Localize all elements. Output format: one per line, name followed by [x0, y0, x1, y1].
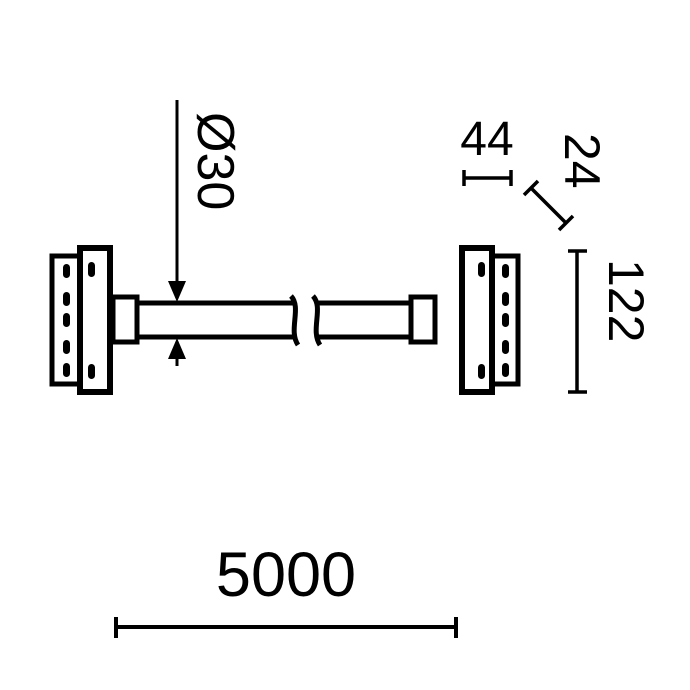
slot: [63, 313, 70, 327]
slot: [88, 262, 95, 277]
right-inner-plate-slots: [478, 262, 485, 379]
right-mounting-bracket: [408, 245, 521, 395]
slot: [502, 264, 509, 278]
right-inner-plate: [459, 245, 495, 395]
suspension-tube-left-segment: [135, 300, 296, 340]
slot: [63, 264, 70, 278]
slot: [478, 364, 485, 379]
slot: [502, 292, 509, 306]
right-outer-plate-slots: [502, 264, 509, 377]
overall-length-label: 5000: [216, 540, 356, 610]
thickness-dimension-line: [529, 186, 568, 225]
left-inner-plate-slots: [88, 262, 95, 379]
thickness-tick-upper: [522, 179, 540, 197]
bracket-width-dimension: 44: [460, 113, 514, 186]
break-line-symbol: [288, 294, 323, 347]
plate-thickness-label: 24: [554, 133, 610, 189]
diameter-dimension-label: Ø30: [186, 112, 244, 210]
bracket-height-label: 122: [598, 259, 654, 342]
diameter-arrow-top: [168, 281, 186, 302]
slot: [63, 363, 70, 377]
right-connector-block: [408, 294, 438, 345]
overall-length-dimension: 5000: [114, 540, 458, 638]
thickness-tick-lower: [557, 214, 575, 232]
slot: [63, 292, 70, 306]
break-curve-right: [310, 294, 323, 347]
bracket-width-label: 44: [460, 113, 513, 166]
slot: [478, 262, 485, 277]
slot: [502, 313, 509, 327]
slot: [502, 340, 509, 354]
diameter-arrow-bottom: [168, 338, 186, 359]
slot: [502, 363, 509, 377]
suspension-tube-right-segment: [317, 300, 412, 340]
slot: [88, 364, 95, 379]
slot: [63, 340, 70, 354]
left-connector-block: [110, 294, 140, 345]
left-outer-plate-slots: [63, 264, 70, 377]
left-mounting-bracket: [49, 245, 140, 395]
break-curve-left: [288, 294, 301, 347]
diameter-dimension: Ø30: [168, 100, 244, 366]
bracket-height-dimension: 122: [568, 249, 654, 394]
plate-thickness-dimension: 24: [522, 133, 610, 232]
